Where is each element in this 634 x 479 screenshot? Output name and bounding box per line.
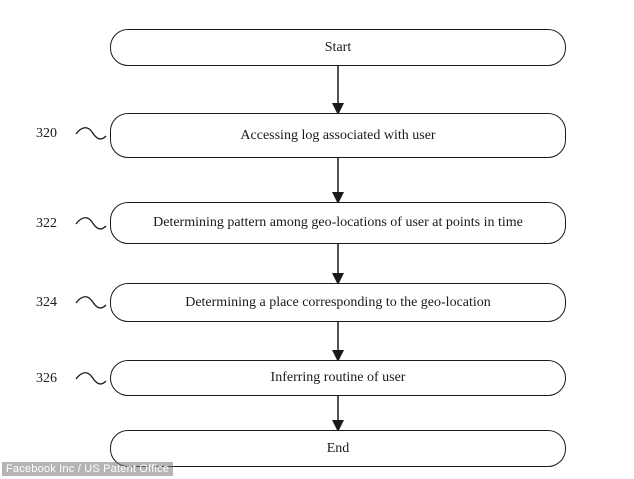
step-box-accessing-log: Accessing log associated with user [110, 113, 566, 158]
step-box-determining-pattern: Determining pattern among geo-locations … [110, 202, 566, 244]
step-label: Accessing log associated with user [240, 127, 436, 143]
start-terminal: Start [110, 29, 566, 66]
end-terminal: End [110, 430, 566, 467]
step-ref-324: 324 [36, 295, 57, 310]
step-ref-326: 326 [36, 371, 57, 386]
step-ref-320: 320 [36, 126, 57, 141]
step-ref-322: 322 [36, 216, 57, 231]
step-box-inferring-routine: Inferring routine of user [110, 360, 566, 396]
end-label: End [326, 440, 350, 456]
step-label: Determining pattern among geo-locations … [153, 215, 523, 230]
leader-squiggle-324 [75, 296, 107, 309]
start-label: Start [324, 39, 352, 55]
leader-squiggle-320 [75, 127, 107, 140]
step-label: Determining a place corresponding to the… [185, 294, 491, 310]
step-box-determining-place: Determining a place corresponding to the… [110, 283, 566, 322]
leader-squiggle-322 [75, 217, 107, 230]
image-credit-watermark: Facebook Inc / US Patent Office [2, 462, 174, 476]
step-label: Inferring routine of user [270, 370, 406, 385]
leader-squiggle-326 [75, 372, 107, 385]
